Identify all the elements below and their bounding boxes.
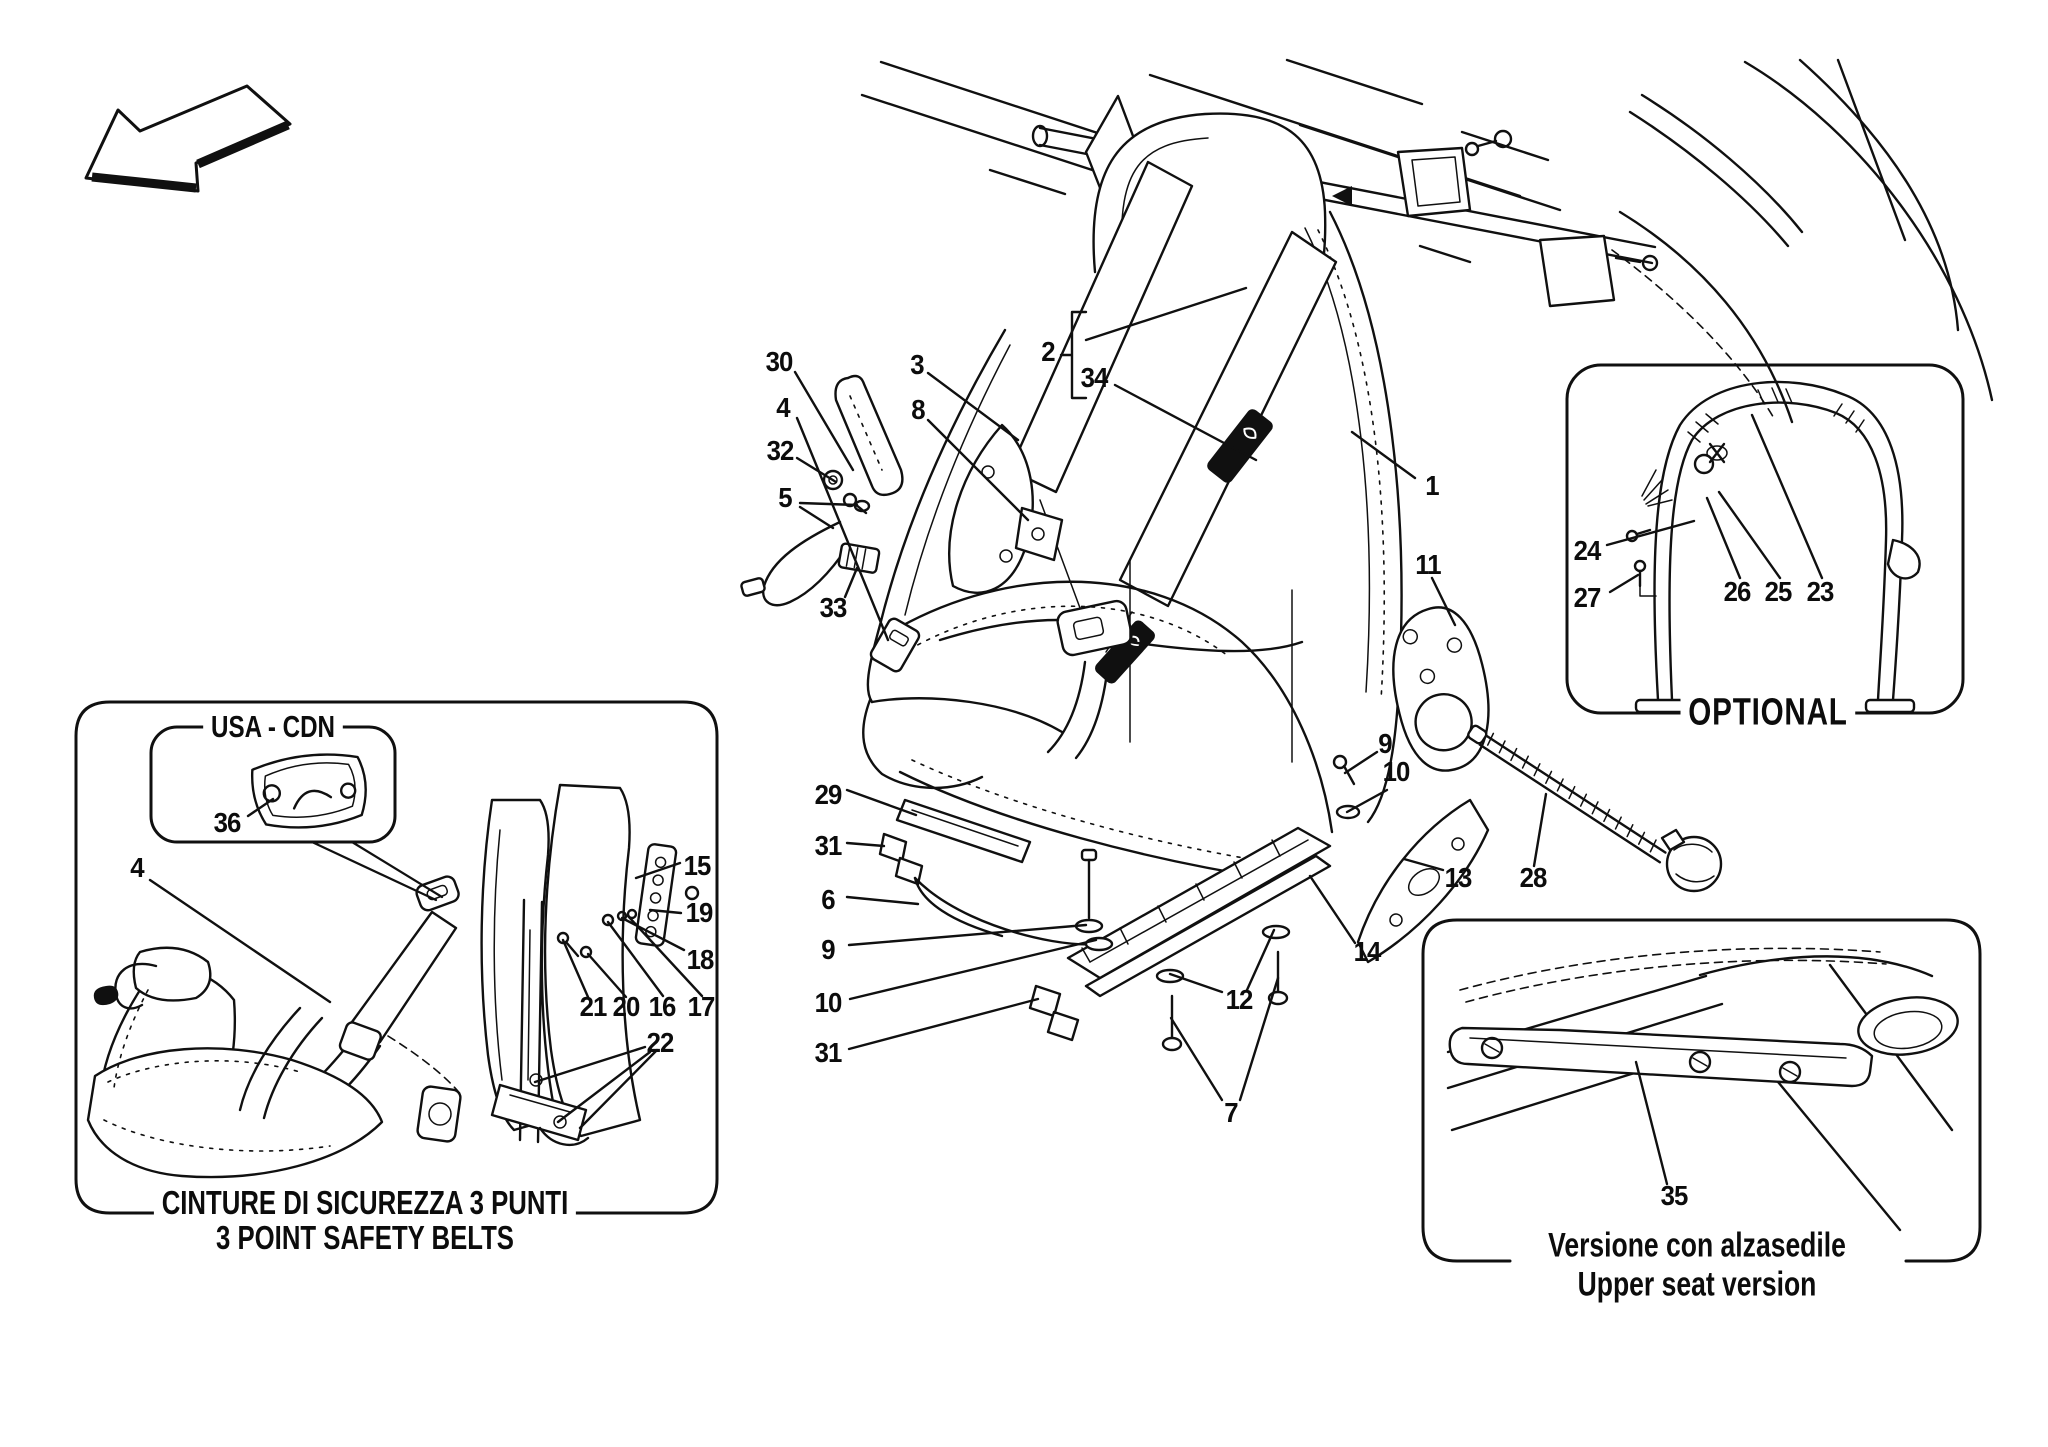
callout-34: 34 <box>1080 362 1109 393</box>
upper-seat-inset-box <box>1421 918 1982 1263</box>
callout-35: 35 <box>1660 1180 1689 1211</box>
callout-26: 26 <box>1723 576 1752 607</box>
callout-27: 27 <box>1573 582 1602 613</box>
callout-9: 9 <box>1378 728 1392 759</box>
callout-3: 3 <box>910 349 924 380</box>
callout-7: 7 <box>1224 1097 1238 1128</box>
callout-13: 13 <box>1444 862 1473 893</box>
callout-12: 12 <box>1225 984 1254 1015</box>
callout-10: 10 <box>1382 756 1411 787</box>
main-seat-drawing <box>740 112 1403 884</box>
callout-33: 33 <box>819 592 848 623</box>
chassis-sketch <box>860 58 1994 424</box>
callout-22: 22 <box>646 1027 675 1058</box>
callout-11: 11 <box>1415 549 1441 580</box>
usa-cdn-label: USA - CDN <box>203 709 343 745</box>
callout-16: 16 <box>648 991 677 1022</box>
three-point-belt-drawing <box>86 783 700 1179</box>
callout-31: 31 <box>814 1037 843 1068</box>
callout-25: 25 <box>1764 576 1793 607</box>
optional-inset-box <box>1565 363 1965 715</box>
callout-14: 14 <box>1353 936 1382 967</box>
callout-20: 20 <box>612 991 641 1022</box>
callout-24: 24 <box>1573 535 1602 566</box>
callout-2: 2 <box>1041 336 1055 367</box>
callout-4: 4 <box>776 392 790 423</box>
callout-8: 8 <box>911 394 925 425</box>
callout-4: 4 <box>130 852 144 883</box>
leader-lines <box>148 286 1824 1186</box>
seat-rails-hardware <box>878 559 1723 1052</box>
callout-15: 15 <box>683 850 712 881</box>
callout-bracket-2 <box>1059 310 1088 400</box>
callout-1: 1 <box>1425 470 1439 501</box>
rollbar-clamp <box>1693 442 1728 475</box>
upper-seat-caption-italian: Versione con alzasedile <box>1540 1226 1854 1266</box>
callout-32: 32 <box>766 435 795 466</box>
optional-label: OPTIONAL <box>1680 691 1856 735</box>
callout-30: 30 <box>765 346 794 377</box>
callout-28: 28 <box>1519 862 1548 893</box>
callout-31: 31 <box>814 830 843 861</box>
callout-19: 19 <box>685 897 714 928</box>
callout-10: 10 <box>814 987 843 1018</box>
callout-9: 9 <box>821 934 835 965</box>
usa-cdn-inset-box <box>149 725 444 902</box>
belts-caption-italian: CINTURE DI SICUREZZA 3 PUNTI <box>153 1184 577 1222</box>
callout-18: 18 <box>686 944 715 975</box>
upper-seat-caption-english: Upper seat version <box>1569 1265 1825 1305</box>
callout-21: 21 <box>579 991 608 1022</box>
callout-5: 5 <box>778 482 792 513</box>
callout-36: 36 <box>213 807 242 838</box>
belts-caption-english: 3 POINT SAFETY BELTS <box>208 1219 522 1257</box>
callout-6: 6 <box>821 884 835 915</box>
callout-23: 23 <box>1806 576 1835 607</box>
callout-17: 17 <box>687 991 716 1022</box>
belts-inset-box <box>74 700 719 1215</box>
callout-29: 29 <box>814 779 843 810</box>
direction-arrow-icon <box>84 84 292 193</box>
